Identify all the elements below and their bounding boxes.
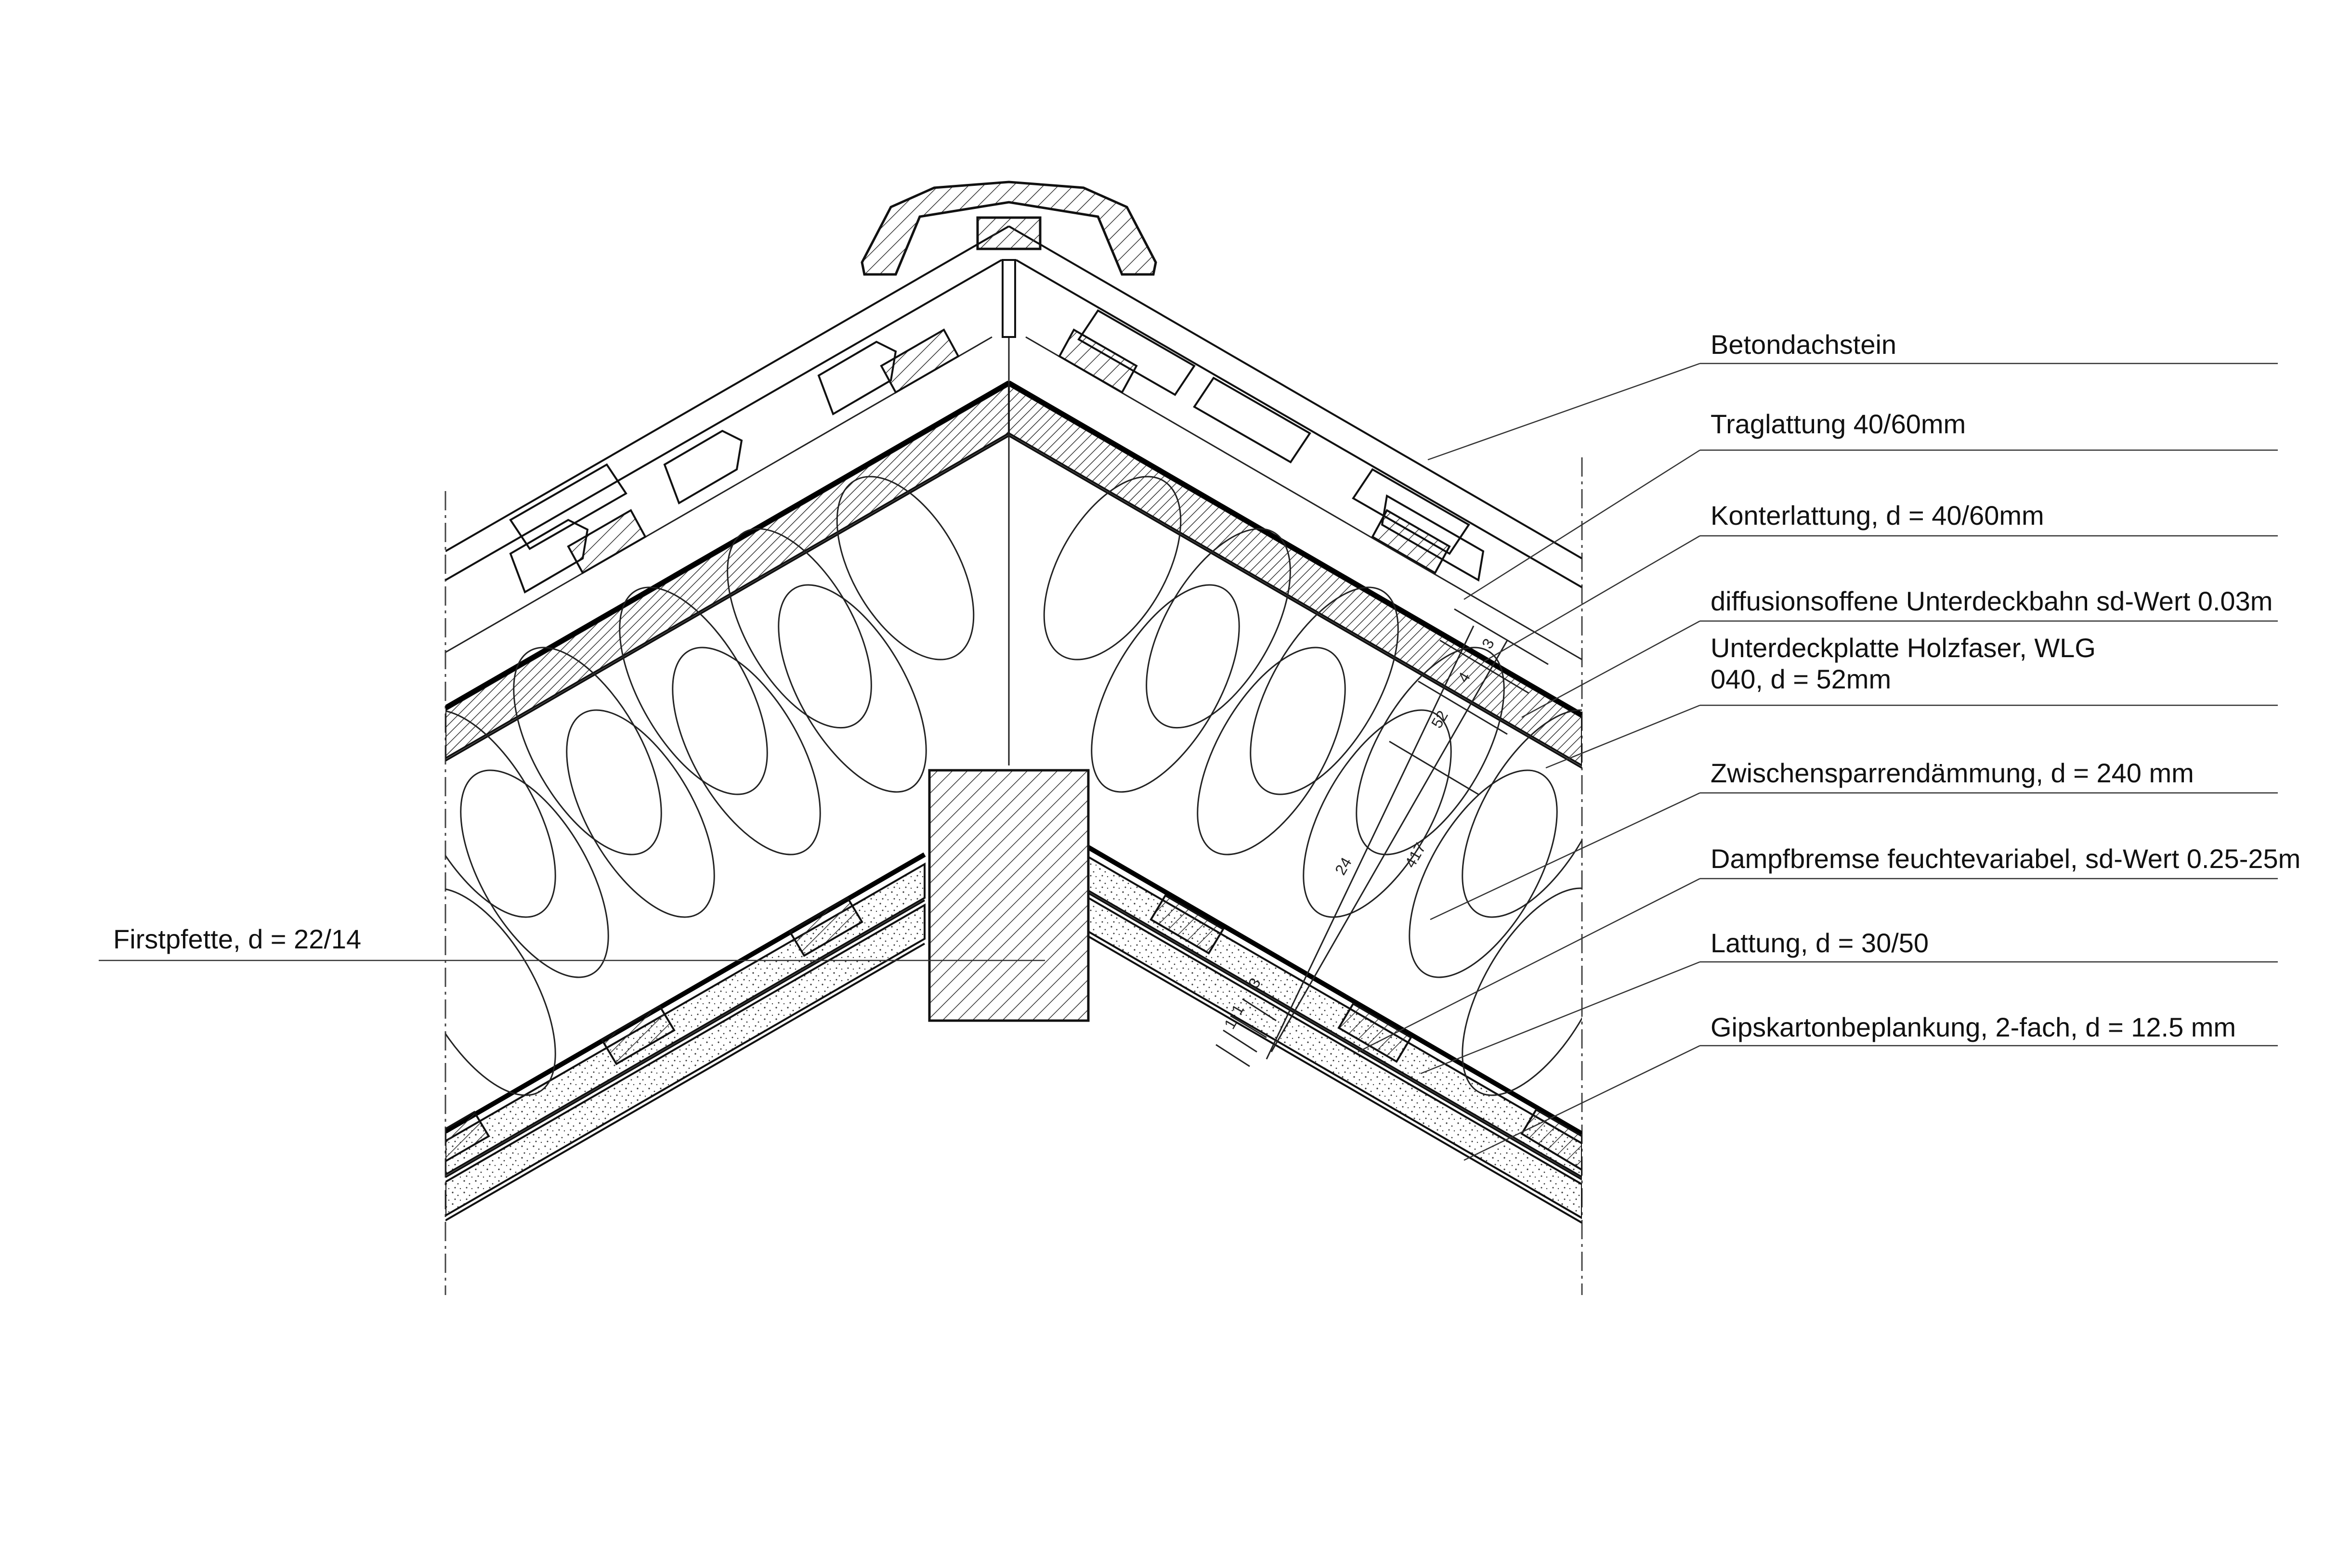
label-unterdeckplatte-line1: Unterdeckplatte Holzfaser, WLG	[1711, 633, 2096, 663]
label-zwischensparren: Zwischensparrendämmung, d = 240 mm	[1711, 758, 2194, 788]
label-unterdeckplatte-line2: 040, d = 52mm	[1711, 664, 1891, 694]
leader-lines	[99, 363, 2278, 1161]
dimension-3-top: 3	[1478, 635, 1498, 651]
ridge-purlin	[928, 769, 1090, 1022]
left-slope-layers	[445, 225, 1010, 1221]
dimension-24: 24	[1332, 855, 1355, 878]
label-firstpfette: Firstpfette, d = 22/14	[113, 924, 361, 954]
label-traglattung: Traglattung 40/60mm	[1711, 409, 1966, 439]
right-slope-layers	[1007, 225, 1582, 1224]
label-dampfbremse: Dampfbremse feuchtevariabel, sd-Wert 0.2…	[1711, 843, 2300, 874]
ridge-cap	[861, 181, 1157, 338]
label-gipskarton: Gipskartonbeplankung, 2-fach, d = 12.5 m…	[1711, 1012, 2236, 1042]
labels: Betondachstein Traglattung 40/60mm Konte…	[113, 329, 2300, 1042]
label-lattung: Lattung, d = 30/50	[1711, 928, 1929, 958]
label-unterdeckbahn: diffusionsoffene Unterdeckbahn sd-Wert 0…	[1711, 586, 2273, 616]
label-betondachstein: Betondachstein	[1711, 329, 1896, 360]
label-konterlattung: Konterlattung, d = 40/60mm	[1711, 500, 2044, 531]
